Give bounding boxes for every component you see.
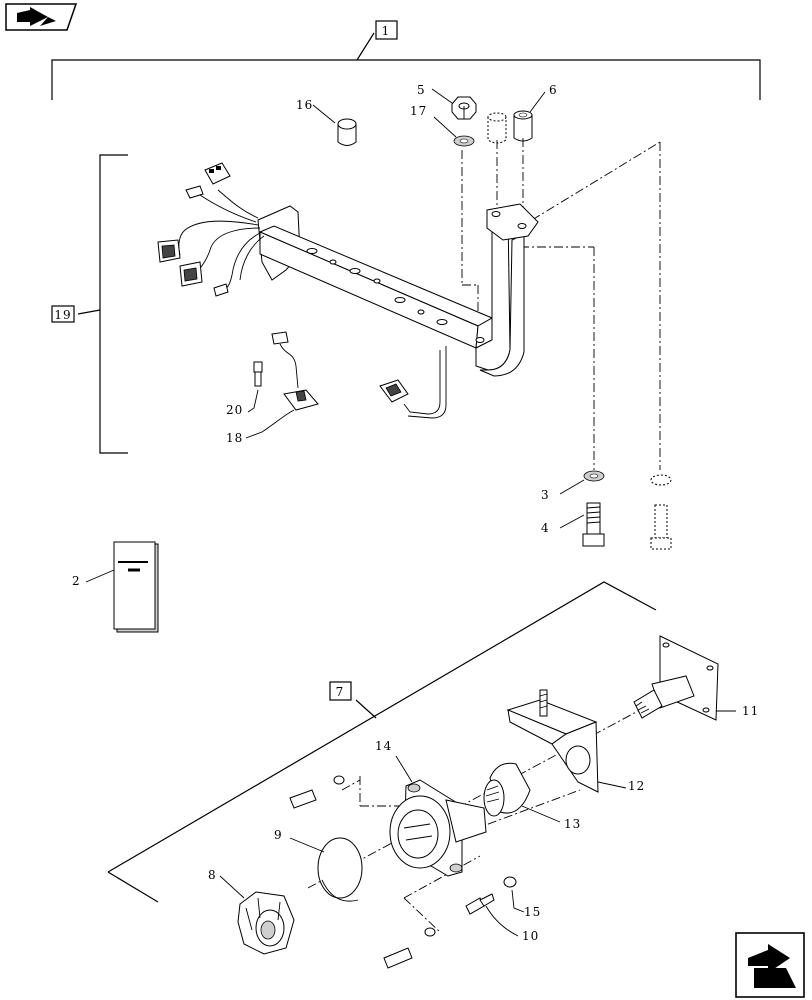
assembly-guide-lines: [461, 138, 661, 470]
callout-12: 12: [628, 779, 645, 793]
callout-8: 8: [208, 868, 217, 882]
part-20-screw: [247, 361, 263, 413]
assembly-19-bracket: [51, 154, 128, 454]
part-17-washer: [433, 116, 475, 147]
callout-16: 16: [296, 98, 313, 112]
wire-harness: [157, 162, 447, 419]
callout-10: 10: [522, 929, 539, 943]
next-page-arrow-icon[interactable]: [735, 932, 805, 998]
callout-3: 3: [541, 488, 550, 502]
main-mounting-arm: [257, 203, 539, 377]
part-2-manual-booklet: [85, 541, 159, 633]
part-15-washer: [503, 876, 525, 913]
part-13-locknut: [483, 762, 561, 823]
callout-11: 11: [742, 704, 759, 718]
callout-6: 6: [549, 83, 558, 97]
callout-17: 17: [410, 104, 427, 118]
part-4-bolt: [559, 502, 605, 547]
callout-5: 5: [417, 83, 426, 97]
part-5-nut: [431, 88, 477, 120]
part-16-cap: [312, 104, 357, 146]
callout-14: 14: [375, 739, 392, 753]
part-12-mounting-bracket: [506, 689, 627, 793]
part-6-spacer: [487, 91, 546, 144]
part-14-socket-body: [389, 755, 487, 877]
part-11-socket: [633, 635, 736, 721]
part-10-screw: [465, 893, 519, 937]
callout-2: 2: [72, 574, 81, 588]
callout-7: 7: [336, 685, 345, 699]
callout-20: 20: [226, 403, 243, 417]
part-9-seal-disk: [289, 837, 363, 902]
book-arrow-icon[interactable]: [5, 3, 78, 31]
callout-9: 9: [274, 828, 283, 842]
callout-13: 13: [564, 817, 581, 831]
assembly-7-bracket: [107, 581, 657, 903]
callout-15: 15: [524, 905, 541, 919]
callout-1: 1: [382, 24, 391, 38]
hidden-bolt-washer: [650, 474, 672, 550]
callout-18: 18: [226, 431, 243, 445]
part-3-washer: [559, 470, 605, 495]
socket-screws: [289, 775, 436, 969]
assembly-1-bracket: [51, 20, 761, 100]
part-18-sensor: [245, 331, 319, 439]
callout-4: 4: [541, 521, 550, 535]
callout-19: 19: [54, 308, 71, 322]
part-8-knob: [219, 875, 295, 955]
